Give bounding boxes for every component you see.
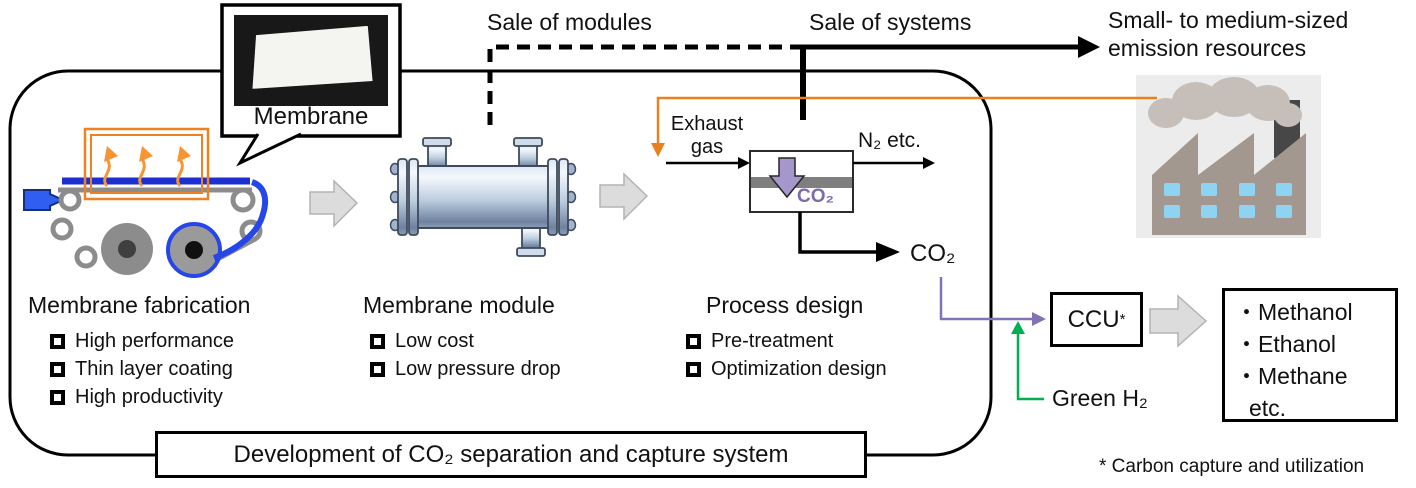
membrane-sheet [252, 25, 373, 89]
emission-resources-label-line1: Small- to medium-sized [1108, 7, 1349, 33]
checklist-item: Thin layer coating [50, 358, 234, 380]
membrane-module-checklist: Low cost Low pressure drop [370, 330, 561, 387]
extruder-die [23, 189, 66, 211]
checklist-item: High productivity [50, 386, 234, 408]
drying-oven [83, 127, 210, 201]
membrane-fabrication-illustration [23, 127, 269, 278]
section-heading-membrane-module: Membrane module [363, 292, 555, 318]
step-arrow-icon [1149, 294, 1208, 348]
membrane-fabrication-checklist: High performance Thin layer coating High… [50, 330, 234, 415]
checkbox-icon [370, 334, 385, 349]
development-title-box: Development of CO₂ separation and captur… [155, 431, 867, 478]
callout-tail [236, 132, 302, 167]
product-item: ・Methane [1235, 363, 1348, 389]
checklist-item: Optimization design [686, 358, 887, 380]
co2-output-label: CO₂ [910, 240, 956, 267]
checklist-item: Low cost [370, 330, 561, 352]
sale-of-modules-arrow [487, 44, 798, 125]
smoke-cloud [1148, 77, 1302, 128]
sale-of-modules-label: Sale of modules [487, 9, 652, 35]
step-arrows [309, 172, 1208, 348]
checklist-item: Pre-treatment [686, 330, 887, 352]
sale-of-systems-label: Sale of systems [809, 9, 972, 35]
product-item: etc. [1249, 395, 1287, 421]
checkbox-icon [50, 362, 65, 377]
membrane-module-illustration [389, 137, 577, 257]
exhaust-gas-label-line2: gas [690, 136, 724, 158]
checklist-item: Low pressure drop [370, 358, 561, 380]
co2-out-arrowhead [876, 242, 900, 262]
checkbox-icon [370, 362, 385, 377]
bottom-nozzle [521, 225, 541, 250]
co2-to-ccu-line [939, 277, 1032, 321]
products-box: ・Methanol ・Ethanol ・Methane etc. [1222, 288, 1398, 422]
factory-windows [1164, 183, 1292, 218]
exhaust-gas-label-line1: Exhaust [670, 113, 744, 135]
heat-arrowheads [104, 146, 191, 162]
emission-resources-label-line2: emission resources [1108, 35, 1307, 61]
co2-permeate-label: CO₂ [797, 186, 834, 207]
checkbox-icon [50, 390, 65, 405]
membrane-caption: Membrane [253, 103, 369, 130]
factory-illustration [1136, 75, 1321, 238]
checkbox-icon [50, 334, 65, 349]
section-heading-membrane-fabrication: Membrane fabrication [28, 292, 251, 318]
step-arrow-icon [599, 172, 649, 221]
green-h2-line [1016, 334, 1044, 401]
co2-permeate-arrow [768, 157, 806, 199]
ccu-label: CCU [1067, 305, 1120, 333]
process-design-illustration [666, 150, 935, 262]
vessel-body [411, 165, 554, 229]
orange-arrowhead [651, 143, 665, 157]
section-heading-process-design: Process design [706, 292, 864, 318]
checkbox-icon [686, 334, 701, 349]
purple-arrowhead [1032, 312, 1046, 326]
arrowhead [1078, 36, 1100, 58]
membrane-photo [234, 15, 388, 106]
product-item: ・Ethanol [1235, 331, 1337, 357]
green-arrowhead [1011, 321, 1025, 334]
factory-building [1152, 133, 1306, 235]
development-title: Development of CO₂ separation and captur… [233, 440, 789, 468]
membrane-layer [751, 177, 852, 188]
ccu-box: CCU* [1050, 292, 1143, 347]
ccu-footnote: * Carbon capture and utilization [1099, 456, 1365, 477]
product-item: ・Methanol [1235, 299, 1353, 325]
process-design-checklist: Pre-treatment Optimization design [686, 330, 887, 387]
checkbox-icon [686, 362, 701, 377]
green-h2-label: Green H₂ [1052, 385, 1148, 411]
exhaust-gas-line [656, 96, 1157, 143]
n2-etc-label: N₂ etc. [858, 129, 921, 152]
step-arrow-icon [309, 179, 359, 228]
checklist-item: High performance [50, 330, 234, 352]
heat-arrows-icon [103, 158, 184, 187]
